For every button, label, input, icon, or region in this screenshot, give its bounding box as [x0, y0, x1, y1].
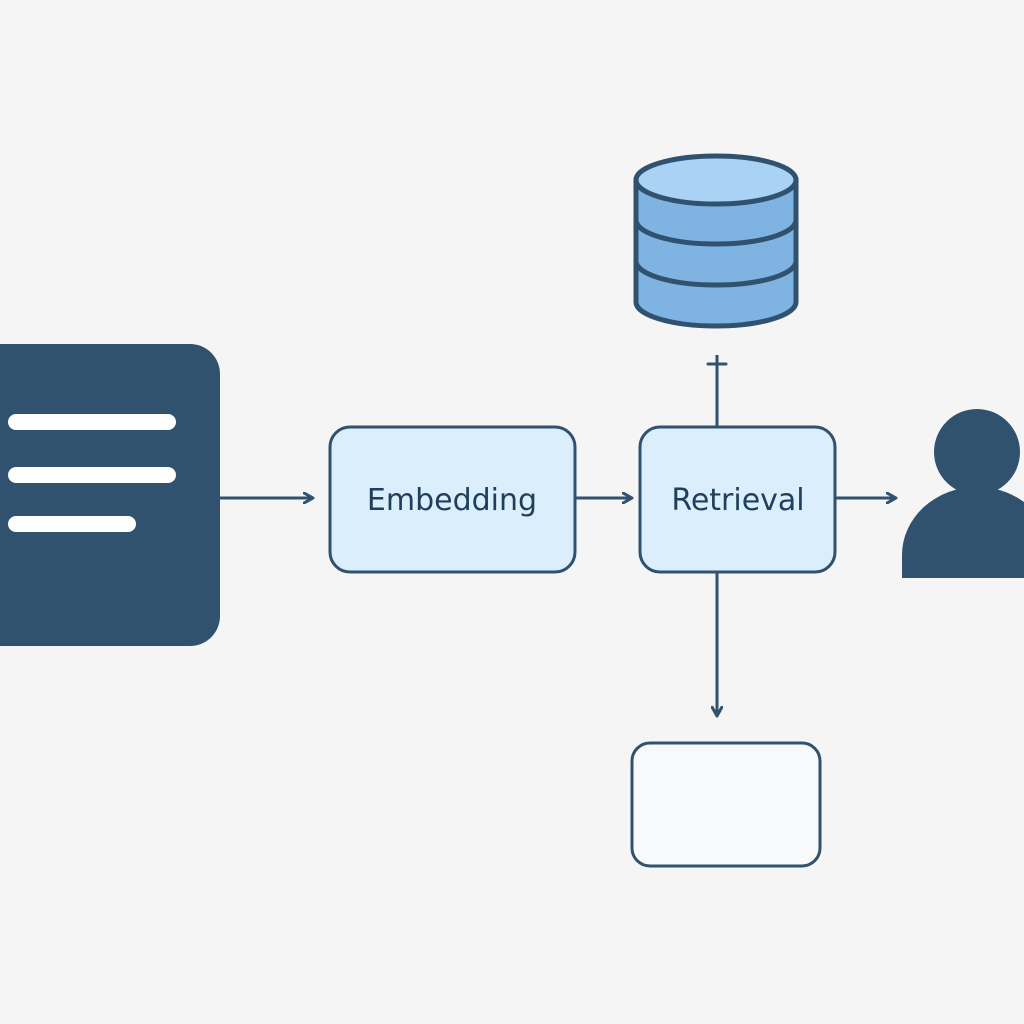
- retrieval-label: Retrieval: [671, 483, 804, 518]
- retrieval-node: Retrieval: [638, 425, 837, 574]
- database-icon: [633, 153, 799, 329]
- document-line-2: [8, 467, 176, 483]
- embedding-label: Embedding: [367, 483, 537, 518]
- user-icon: [902, 409, 1024, 578]
- embedding-node: Embedding: [328, 425, 577, 574]
- output-box: [630, 741, 822, 868]
- user-body: [902, 487, 1024, 578]
- document-icon: [0, 344, 220, 646]
- document-line-1: [8, 414, 176, 430]
- connector-retrieval-to-database: [706, 355, 728, 427]
- document-line-3: [8, 516, 136, 532]
- user-head: [934, 409, 1020, 495]
